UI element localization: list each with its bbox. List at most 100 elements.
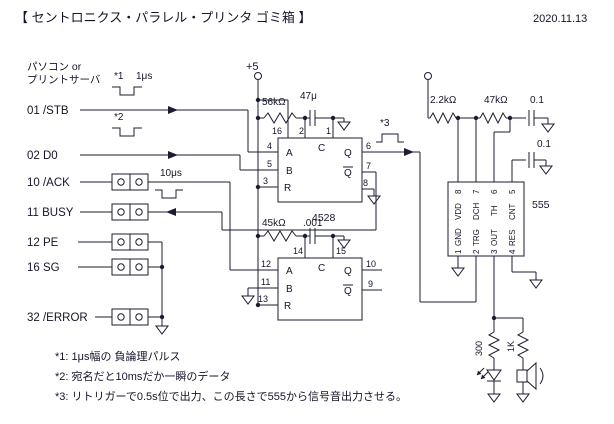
resistor-300-symbol bbox=[487, 331, 501, 359]
timer-res: RES bbox=[508, 230, 517, 246]
arrow-right-icon bbox=[404, 148, 414, 156]
timer-pin1: 1 bbox=[454, 249, 463, 254]
capacitor-01a-label: 0.1 bbox=[530, 95, 544, 106]
mono1-q: Q bbox=[344, 148, 352, 159]
capacitor-01b-label: 0.1 bbox=[537, 139, 551, 150]
note2-ref: *2 bbox=[114, 112, 124, 123]
mono1-output-wires bbox=[362, 151, 477, 303]
ground-icon bbox=[337, 121, 351, 131]
ground-icon bbox=[337, 239, 351, 249]
connector-busy bbox=[111, 203, 149, 221]
signal-stb-label: 01 /STB bbox=[27, 105, 69, 117]
pulse-waveform-icon bbox=[376, 133, 404, 143]
mono1-pin2: 2 bbox=[299, 126, 304, 136]
timer-pin4: 4 bbox=[508, 249, 517, 254]
resistor-1k-symbol bbox=[516, 331, 530, 359]
timer-box bbox=[447, 181, 525, 257]
wire-ack bbox=[80, 181, 278, 271]
vcc-terminal bbox=[254, 72, 262, 80]
mono1-qbar: Q bbox=[344, 168, 352, 179]
capacitor-47u-label: 47μ bbox=[300, 91, 317, 102]
mono1-cx: C bbox=[318, 143, 325, 154]
timer-pin3: 3 bbox=[490, 249, 499, 254]
pulse-waveform-icon bbox=[112, 86, 142, 96]
mono1-pin3: 3 bbox=[263, 176, 268, 186]
resistor-1k-label: 1K bbox=[506, 341, 516, 352]
ground-icon bbox=[367, 195, 381, 205]
ground-icon bbox=[529, 279, 543, 289]
footnote-2: *2: 宛名だと10msだか一瞬のデータ bbox=[55, 369, 230, 383]
mono2-pin14: 14 bbox=[293, 246, 303, 256]
mono1-pin5: 5 bbox=[267, 159, 272, 169]
ic-555-label: 555 bbox=[532, 199, 550, 211]
resistor-56k-label: 56kΩ bbox=[262, 97, 286, 108]
timer-pin2: 2 bbox=[472, 249, 481, 254]
speaker-icon bbox=[516, 369, 528, 383]
source-label-line2: プリントサーバ bbox=[27, 74, 101, 86]
rc-network-mono2 bbox=[258, 228, 345, 258]
mono1-box bbox=[277, 137, 363, 203]
timer-dch: DCH bbox=[472, 202, 481, 220]
mono2-pin12: 12 bbox=[261, 259, 271, 269]
ground-icon bbox=[539, 165, 553, 175]
led-branch bbox=[476, 331, 502, 394]
signal-pe-label: 12 PE bbox=[27, 237, 59, 249]
mono2-pin10: 10 bbox=[366, 259, 376, 269]
mono1-pin8: 8 bbox=[363, 178, 368, 188]
resistor-2k2-symbol bbox=[429, 111, 457, 125]
signal-d0-label: 02 D0 bbox=[27, 150, 58, 162]
capacitor-001-label: .001 bbox=[303, 218, 323, 229]
led-icon bbox=[486, 369, 502, 381]
mono2-pin15: 15 bbox=[336, 246, 346, 256]
arrow-right-icon bbox=[168, 106, 178, 114]
resistor-2k2-label: 2.2kΩ bbox=[430, 95, 457, 106]
pulse-waveform-icon bbox=[155, 189, 183, 199]
timer-vdd: VDD bbox=[454, 203, 463, 220]
resistor-56k-symbol bbox=[263, 112, 297, 124]
junction-dots bbox=[159, 97, 513, 321]
timer-pin5: 5 bbox=[508, 189, 517, 194]
mono1-pin7: 7 bbox=[366, 161, 371, 171]
date-label: 2020.11.13 bbox=[533, 13, 587, 25]
mono2-pin9: 9 bbox=[368, 279, 373, 289]
signal-ack-label: 10 /ACK bbox=[27, 177, 70, 189]
timer-pin6: 6 bbox=[490, 189, 499, 194]
mono2-q: Q bbox=[344, 266, 352, 277]
mono1-reset: R bbox=[284, 183, 291, 194]
footnote-3: *3: リトリガーで0.5s位で出力、この長さで555から信号音出力させる。 bbox=[55, 389, 407, 403]
note3-ref: *3 bbox=[380, 118, 390, 129]
resistor-45k-label: 45kΩ bbox=[262, 218, 286, 229]
mono2-pin13: 13 bbox=[258, 294, 268, 304]
mono2-cx: C bbox=[318, 263, 325, 274]
timer-rail bbox=[427, 80, 549, 182]
ack-width-label: 10μs bbox=[160, 168, 182, 179]
ground-icon bbox=[451, 267, 465, 277]
mono2-box bbox=[277, 257, 363, 321]
wire-pe-sg-error-tie bbox=[78, 241, 163, 326]
signal-sg-label: 16 SG bbox=[27, 262, 60, 274]
note1-ref: *1 bbox=[114, 71, 124, 82]
signal-busy-label: 11 BUSY bbox=[27, 207, 74, 219]
wire-busy bbox=[80, 171, 377, 231]
ic-4528-label: 4528 bbox=[312, 212, 336, 224]
speaker-branch bbox=[516, 331, 544, 394]
resistor-47k-symbol bbox=[479, 111, 507, 125]
resistor-45k-symbol bbox=[263, 230, 297, 242]
resistor-47k-label: 47kΩ bbox=[484, 95, 508, 106]
mono1-pin16: 16 bbox=[272, 126, 282, 136]
ground-icon bbox=[241, 295, 255, 305]
resistor-300-label: 300 bbox=[474, 341, 484, 356]
source-label-line1: パソコン or bbox=[27, 61, 82, 73]
mono2-pin11: 11 bbox=[261, 277, 270, 287]
timer-pin7: 7 bbox=[472, 189, 481, 194]
ground-icon bbox=[155, 325, 169, 335]
ground-icon bbox=[516, 393, 530, 403]
mono2-qbar: Q bbox=[344, 286, 352, 297]
footnote-1: *1: 1μs幅の 負論理パルス bbox=[55, 349, 181, 363]
ground-icon bbox=[487, 393, 501, 403]
vcc2-terminal bbox=[424, 72, 432, 80]
timer-th: TH bbox=[490, 205, 499, 216]
wire-d0 bbox=[80, 154, 278, 171]
